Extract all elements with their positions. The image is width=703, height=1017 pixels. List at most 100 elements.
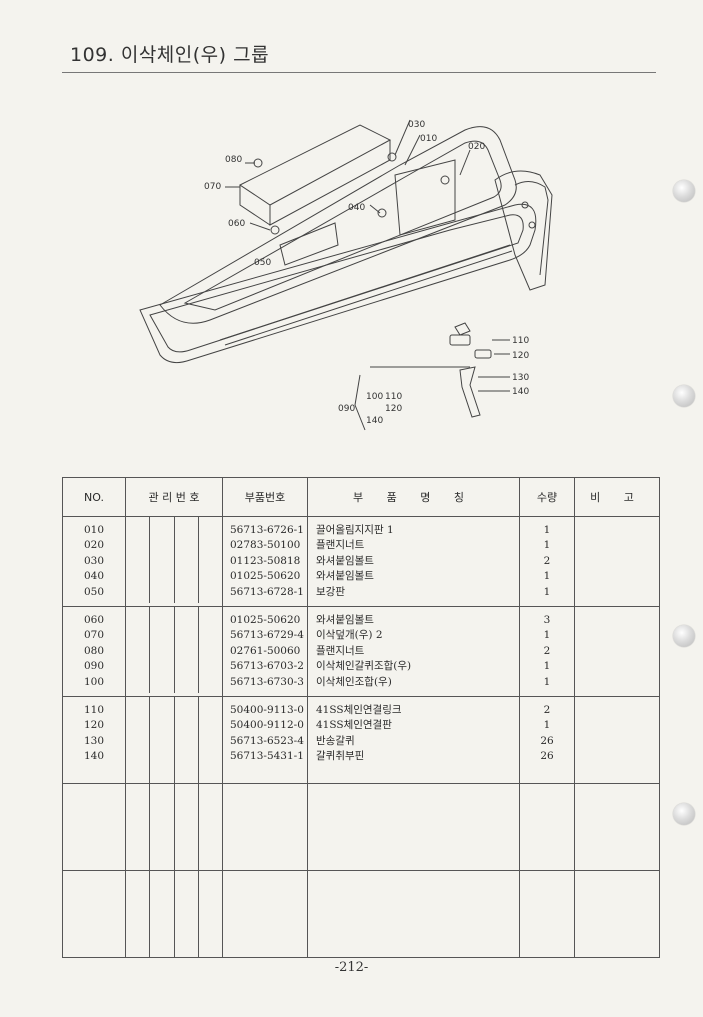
callout-030: 030 xyxy=(408,120,425,130)
header-part-name: 부 품 명 칭 xyxy=(307,477,520,517)
cell-control xyxy=(125,606,223,697)
row-080-qty: 2 xyxy=(543,644,551,657)
header-control-number: 관 리 번 호 xyxy=(125,477,223,517)
control-digit-box xyxy=(175,696,199,783)
row-030-name: 와셔붙임볼트 xyxy=(316,554,374,567)
row-060-name: 와셔붙임볼트 xyxy=(316,613,374,626)
cell-part_no xyxy=(222,870,308,958)
title-divider xyxy=(62,72,656,73)
row-070-no: 070 xyxy=(83,629,105,642)
cell-qty: 2 1 26 26 xyxy=(519,696,575,784)
callout-020: 020 xyxy=(468,142,485,152)
callout-080: 080 xyxy=(225,155,242,165)
row-130-name: 반송갈퀴 xyxy=(316,734,355,747)
row-120-qty: 1 xyxy=(543,719,551,732)
callout-050: 050 xyxy=(254,258,271,268)
callout-120-sub: 120 xyxy=(385,404,402,414)
binder-hole xyxy=(673,625,695,647)
control-digit-box xyxy=(150,870,175,957)
control-digit-box xyxy=(175,783,199,870)
row-090-no: 090 xyxy=(83,660,105,673)
control-number-boxes xyxy=(126,870,222,957)
row-060-part_no: 01025-50620 xyxy=(230,613,301,626)
row-110-name: 41SS체인연결링크 xyxy=(316,703,402,716)
row-010-qty: 1 xyxy=(543,524,551,536)
page-title: 109. 이삭체인(우) 그룹 xyxy=(70,44,270,66)
control-digit-box xyxy=(199,517,222,603)
control-digit-box xyxy=(150,783,175,870)
row-110-part_no: 50400-9113-0 xyxy=(230,703,304,716)
control-digit-box xyxy=(175,870,199,957)
header-part-number: 부품번호 xyxy=(222,477,308,517)
table-row-group xyxy=(62,870,660,958)
header-no: NO. xyxy=(62,477,126,517)
control-number-boxes xyxy=(126,606,222,693)
cell-remark xyxy=(574,516,660,607)
control-digit-box xyxy=(126,870,151,957)
page-number: -212- xyxy=(334,960,369,975)
row-120-no: 120 xyxy=(83,719,105,732)
row-010-no: 010 xyxy=(83,524,105,536)
row-090-name: 이삭체인갈퀴조합(우) xyxy=(316,660,412,673)
row-130-qty: 26 xyxy=(540,734,554,747)
callout-140-sub: 140 xyxy=(366,416,383,426)
control-number-boxes xyxy=(126,783,222,870)
row-060-qty: 3 xyxy=(543,613,551,626)
table-row-group xyxy=(62,783,660,871)
row-080-part_no: 02761-50060 xyxy=(230,644,301,657)
row-040-qty: 1 xyxy=(543,570,551,583)
callout-100: 100 xyxy=(366,392,383,402)
cell-remark xyxy=(574,606,660,697)
cell-remark xyxy=(574,696,660,784)
table-header-row: NO. 관 리 번 호 부품번호 부 품 명 칭 수량 비 고 xyxy=(62,477,660,517)
cell-name xyxy=(307,783,520,871)
control-digit-box xyxy=(150,517,175,603)
row-110-qty: 2 xyxy=(543,703,551,716)
cell-part_no xyxy=(222,783,308,871)
row-080-name: 플랜지너트 xyxy=(316,644,365,657)
control-digit-box xyxy=(199,784,222,870)
callout-060: 060 xyxy=(228,219,245,229)
row-010-part_no: 56713-6726-1 xyxy=(230,524,304,536)
row-040-name: 와셔붙임볼트 xyxy=(316,570,374,583)
control-number-boxes xyxy=(126,696,222,783)
row-050-part_no: 56713-6728-1 xyxy=(230,585,304,598)
control-digit-box xyxy=(150,606,175,693)
row-100-no: 100 xyxy=(83,675,105,688)
row-140-qty: 26 xyxy=(540,750,554,763)
binder-hole xyxy=(673,180,695,202)
control-digit-box xyxy=(126,606,151,693)
cell-name xyxy=(307,870,520,958)
binder-hole xyxy=(673,803,695,825)
row-050-name: 보강판 xyxy=(316,585,345,598)
control-digit-box xyxy=(199,871,222,957)
row-030-part_no: 01123-50818 xyxy=(230,554,301,567)
cell-control xyxy=(125,870,223,958)
row-140-name: 갈퀴취부핀 xyxy=(316,750,365,763)
control-digit-box xyxy=(199,697,222,783)
row-090-qty: 1 xyxy=(543,660,551,673)
row-020-part_no: 02783-50100 xyxy=(230,539,301,552)
row-100-part_no: 56713-6730-3 xyxy=(230,675,304,688)
callout-040: 040 xyxy=(348,203,365,213)
control-digit-box xyxy=(126,783,151,870)
row-020-name: 플랜지너트 xyxy=(316,539,365,552)
row-100-name: 이삭체인조합(우) xyxy=(316,675,392,688)
row-130-no: 130 xyxy=(83,734,105,747)
cell-qty xyxy=(519,870,575,958)
row-130-part_no: 56713-6523-4 xyxy=(230,734,304,747)
row-100-qty: 1 xyxy=(543,675,551,688)
exploded-parts-diagram: 030 010 020 080 070 040 060 050 110 120 … xyxy=(139,119,553,431)
control-digit-box xyxy=(175,606,199,693)
cell-no xyxy=(62,870,126,958)
cell-control xyxy=(125,783,223,871)
